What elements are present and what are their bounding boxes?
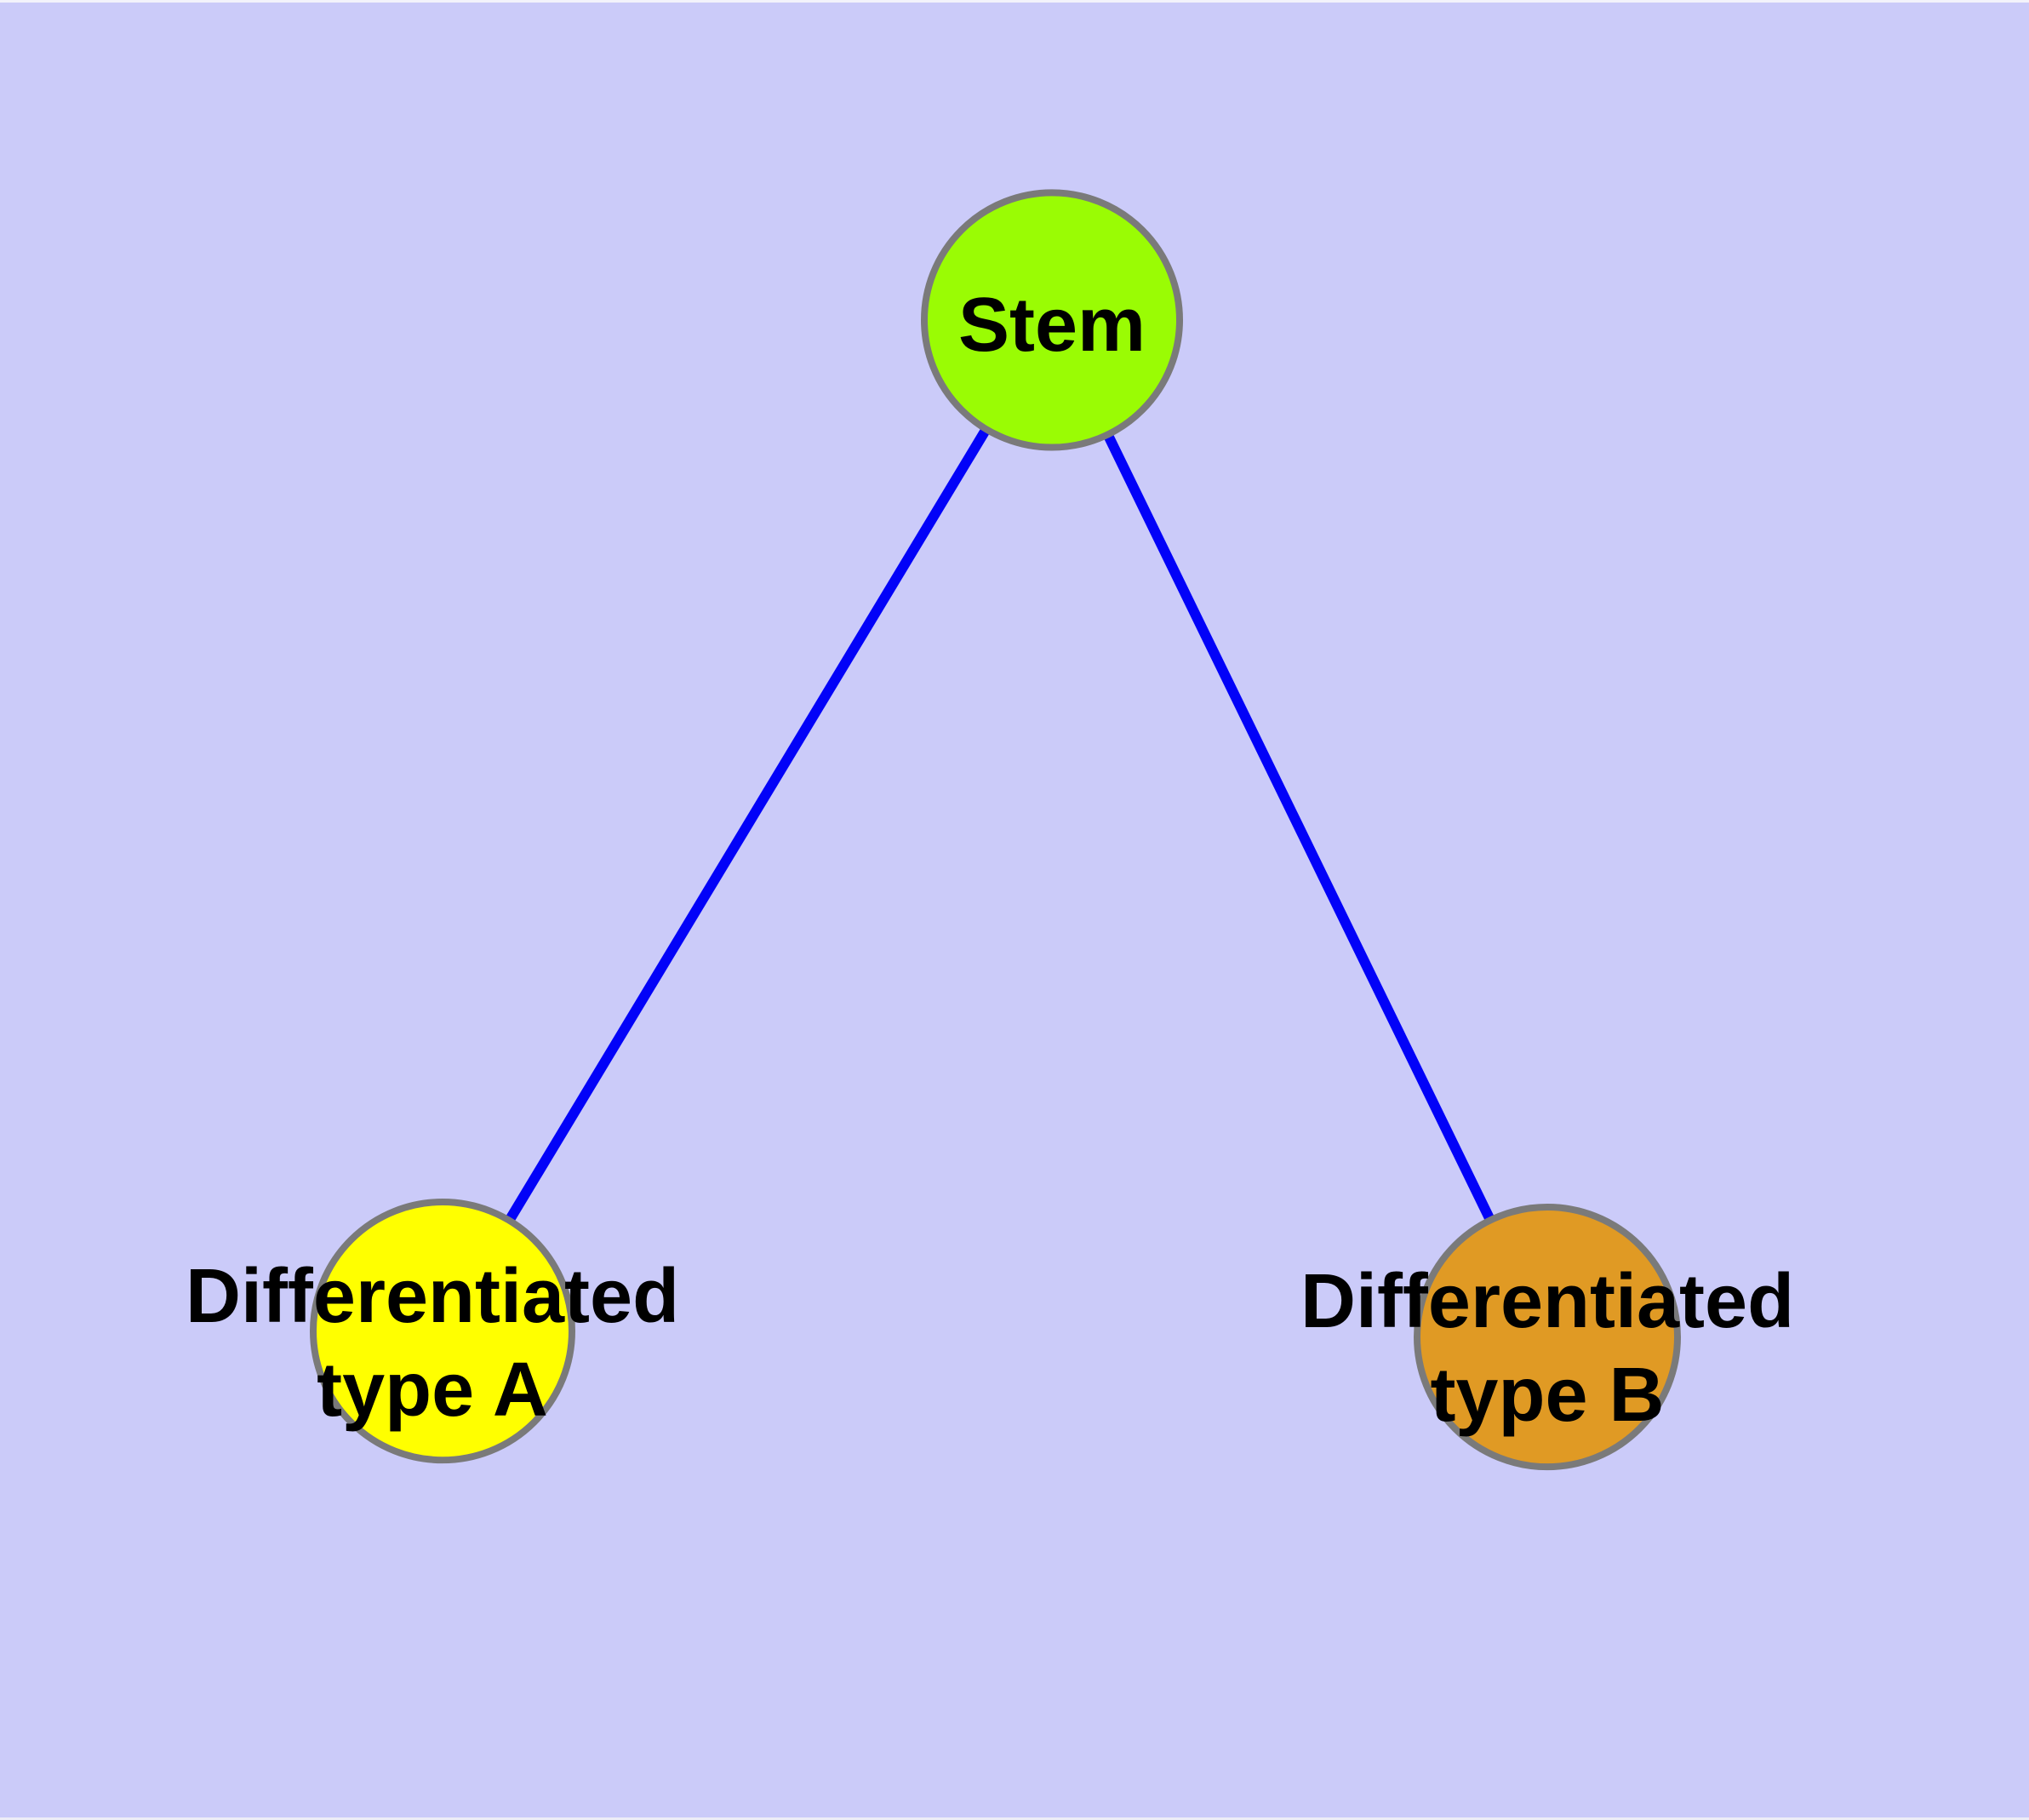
differentiated-type-b-node-circle <box>1414 1204 1681 1471</box>
edge-stem-to-type-b <box>1047 318 1552 1340</box>
node-group <box>310 189 1681 1471</box>
graph-svg <box>310 189 1681 1471</box>
differentiated-type-a-node-circle <box>310 1199 575 1464</box>
edge-group <box>437 317 1552 1340</box>
stem-node-circle <box>921 189 1183 451</box>
edge-stem-to-type-a <box>437 317 1057 1334</box>
